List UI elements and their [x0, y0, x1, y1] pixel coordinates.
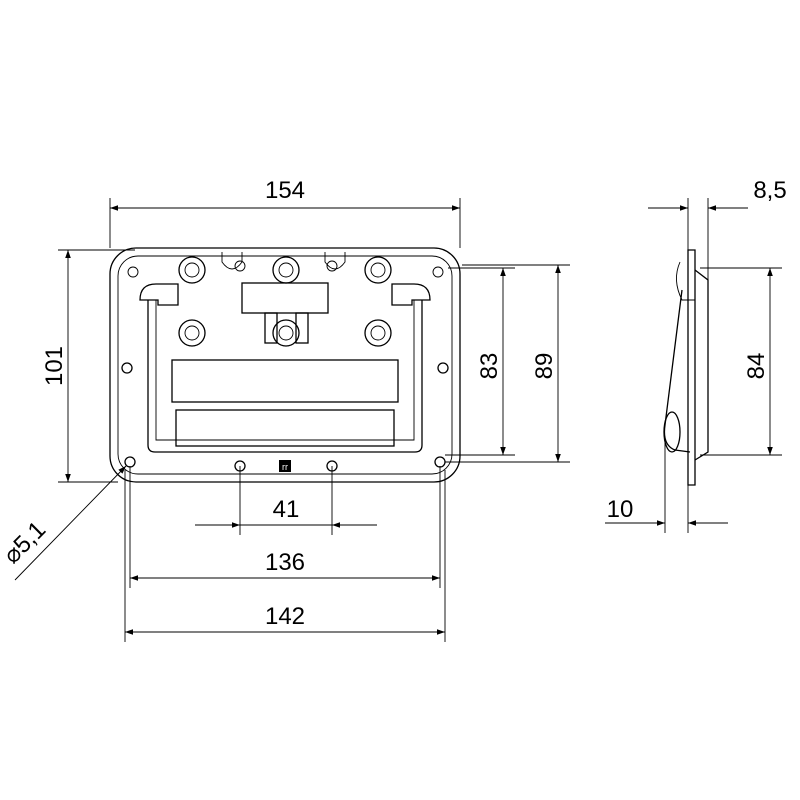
plate-inner-edge [117, 255, 453, 475]
dim-depth-8-5: 8,5 [753, 177, 786, 204]
rivets [127, 256, 444, 347]
handle-bar-lower [175, 409, 395, 447]
dim-hole-diameter: ⌀5,1 [0, 516, 51, 569]
dim-height-84: 84 [743, 353, 770, 380]
latch-tab-left [264, 312, 278, 344]
side-view [663, 249, 709, 486]
side-plate [687, 249, 696, 486]
mounting-holes [121, 362, 449, 472]
side-body [694, 269, 709, 461]
dim-spacing-136: 136 [265, 549, 305, 576]
dim-height-89: 89 [531, 353, 558, 380]
dim-spacing-142: 142 [265, 603, 305, 630]
recess-outline [147, 300, 423, 453]
hinge-left [139, 283, 179, 306]
side-hinge [676, 261, 695, 301]
latch-tab-right [295, 312, 309, 344]
recess-inner [155, 300, 415, 441]
handle-bar-upper [171, 359, 399, 403]
dim-width-154: 154 [265, 177, 305, 204]
latch-plate [241, 282, 329, 314]
dim-height-83: 83 [476, 353, 503, 380]
dim-depth-10: 10 [607, 496, 634, 523]
svg-text:rr: rr [282, 462, 288, 472]
side-handle-grip [663, 411, 681, 453]
hinge-right [391, 283, 431, 306]
front-view: rr [109, 247, 461, 483]
dim-spacing-41: 41 [273, 496, 300, 523]
dim-height-101: 101 [41, 346, 68, 386]
front-dimensions: 154 101 83 89 41 136 142 ⌀5,1 [0, 177, 570, 642]
logo: rr [279, 460, 291, 472]
plate-outline [109, 247, 461, 483]
side-handle [663, 289, 691, 453]
side-dimensions: 8,5 84 10 [605, 177, 787, 533]
top-notches [221, 252, 346, 270]
